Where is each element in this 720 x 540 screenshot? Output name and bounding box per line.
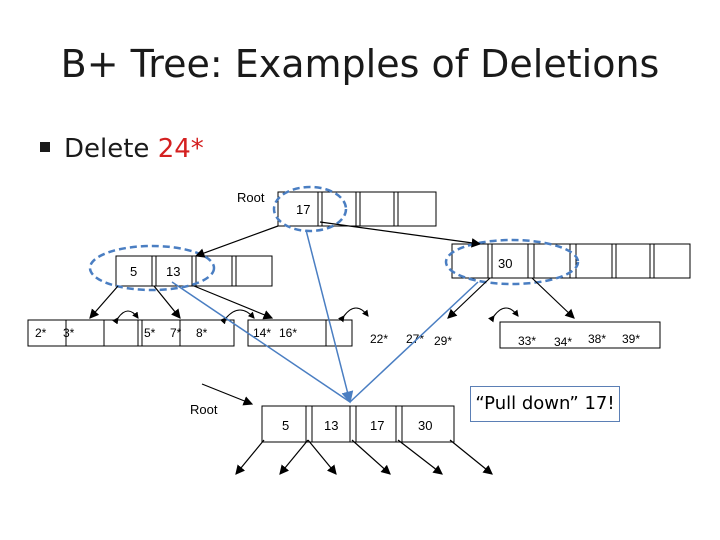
bullet-prefix: Delete xyxy=(64,134,158,164)
leaf-3-entry-2: 16* xyxy=(279,326,297,340)
leaf-5-entry-1: 33* xyxy=(518,334,536,348)
pulldown-line-root xyxy=(305,229,354,404)
left-index-key-1: 5 xyxy=(130,264,137,279)
leaf-node-4: 22* 27* 29* xyxy=(370,332,452,348)
new-root-key-3: 17 xyxy=(370,418,384,433)
pulldown-line-right xyxy=(349,281,479,403)
leaf-node-2: 5* 7* 8* xyxy=(137,319,235,347)
left-index-node: 5 13 xyxy=(115,255,273,287)
root-label-bottom: Root xyxy=(190,402,218,417)
new-root-node: 5 13 17 30 xyxy=(261,405,455,443)
root-node: 17 xyxy=(277,191,437,227)
bullet-delete: Delete 24* xyxy=(40,134,204,164)
root-pointer-left xyxy=(194,225,279,258)
sibling-arc-1 xyxy=(112,310,139,325)
pointer-to-leaf-5 xyxy=(531,277,575,319)
pointer-to-leaf-2 xyxy=(153,285,181,319)
pointer-to-leaf-4 xyxy=(447,277,491,319)
right-index-node: 30 xyxy=(451,243,691,279)
leaf-4-entry-1: 22* xyxy=(370,332,388,346)
leaf-1-entry-2: 3* xyxy=(63,326,75,340)
highlight-ellipse-root xyxy=(272,185,348,233)
sibling-arc-3 xyxy=(338,307,369,323)
leaf-4-entry-2: 27* xyxy=(406,332,424,346)
leaf-5-entry-3: 38* xyxy=(588,332,606,346)
leaf-node-1: 2* 3* xyxy=(27,319,181,347)
new-root-key-1: 5 xyxy=(282,418,289,433)
root-pointer-right xyxy=(319,221,482,248)
pointer-to-leaf-3 xyxy=(193,285,274,320)
bullet-highlight: 24* xyxy=(157,134,204,164)
new-root-pointer-3 xyxy=(307,439,337,475)
pointer-to-leaf-1 xyxy=(89,285,119,319)
leaf-5-entry-4: 39* xyxy=(622,332,640,346)
leaf-node-5: 33* 34* 38* 39* xyxy=(499,321,661,349)
root-key: 17 xyxy=(296,202,310,217)
bullet-square-icon xyxy=(40,141,50,152)
highlight-ellipse-left xyxy=(88,244,216,292)
highlight-ellipse-right xyxy=(444,238,580,286)
pull-down-note: “Pull down” 17! xyxy=(470,386,620,422)
leaf-2-entry-3: 8* xyxy=(196,326,208,340)
sibling-arc-2 xyxy=(219,309,255,325)
new-root-key-4: 30 xyxy=(418,418,432,433)
leaf-1-entry-1: 2* xyxy=(35,326,47,340)
leaf-4-entry-3: 29* xyxy=(434,334,452,348)
leaf-2-entry-2: 7* xyxy=(170,326,182,340)
sibling-arc-4 xyxy=(488,307,519,323)
leaf-3-entry-1: 14* xyxy=(253,326,271,340)
new-root-pointer-1 xyxy=(235,439,265,475)
slide-title: B+ Tree: Examples of Deletions xyxy=(60,42,660,86)
new-root-pointer-2 xyxy=(279,439,309,475)
pulldown-line-left xyxy=(171,281,351,403)
right-index-key: 30 xyxy=(498,256,512,271)
new-root-pointer-6 xyxy=(449,439,493,475)
leaf-2-entry-1: 5* xyxy=(144,326,156,340)
left-index-key-2: 13 xyxy=(166,264,180,279)
new-root-pointer-4 xyxy=(351,439,391,475)
bottom-root-pointer xyxy=(201,383,254,406)
leaf-5-entry-2: 34* xyxy=(554,335,572,349)
leaf-node-3: 14* 16* xyxy=(247,319,353,347)
root-label-top: Root xyxy=(237,190,265,205)
new-root-key-2: 13 xyxy=(324,418,338,433)
new-root-pointer-5 xyxy=(397,439,443,475)
